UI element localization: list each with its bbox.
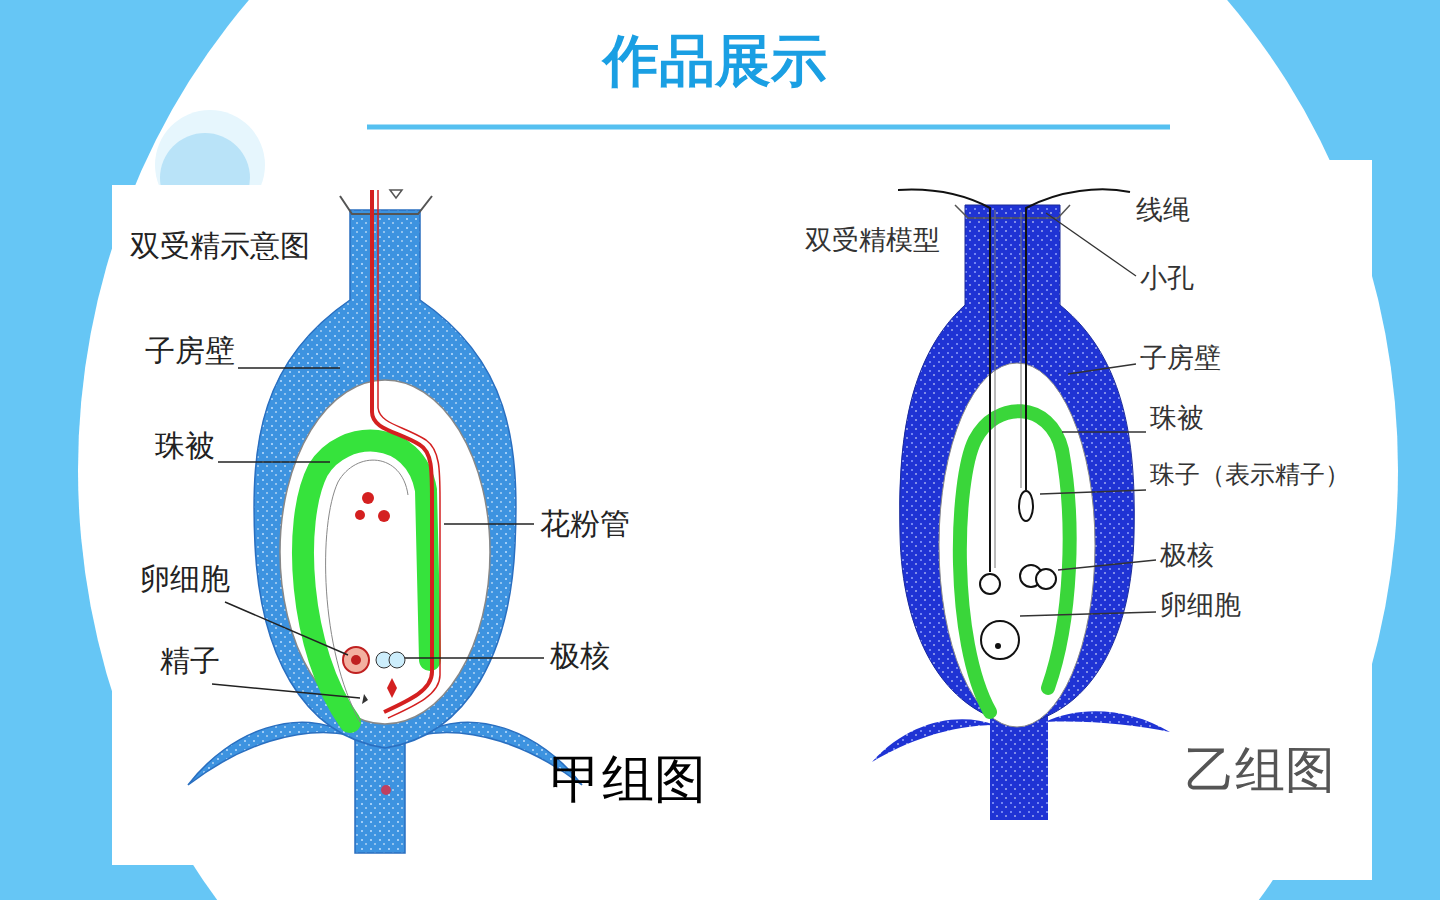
sperm	[378, 510, 390, 522]
sperm	[362, 694, 368, 704]
stigma	[340, 196, 432, 214]
part-label: 乙组图	[1185, 743, 1335, 798]
cord	[995, 210, 996, 568]
egg-nucleus	[351, 655, 361, 665]
part-label: 卵细胞	[1160, 590, 1241, 620]
part-label: 极核	[1160, 540, 1214, 570]
pollen	[390, 190, 402, 198]
bead	[1019, 491, 1033, 521]
leader-line	[225, 602, 348, 655]
leader-line	[1068, 364, 1136, 374]
integument	[960, 411, 1070, 712]
leader-line	[1046, 213, 1136, 276]
egg-nucleus	[995, 643, 1001, 649]
white-ground	[78, 0, 1398, 900]
dot	[381, 785, 391, 795]
part-label: 极核	[550, 639, 610, 672]
part-label: 卵细胞	[140, 562, 230, 595]
part-label: 珠被	[155, 429, 215, 462]
leader-line	[405, 657, 544, 659]
part-label: 双受精示意图	[130, 229, 310, 262]
part-label: 双受精模型	[805, 225, 940, 255]
ovary-cavity	[280, 380, 490, 724]
stigma	[955, 205, 1070, 218]
ovary-cavity	[939, 363, 1095, 727]
part-label: 珠被	[1150, 403, 1204, 433]
sperm	[355, 510, 365, 520]
leader-line	[218, 461, 330, 463]
part-label: 珠子（表示精子）	[1150, 461, 1350, 489]
sperm	[362, 492, 374, 504]
sepal	[1045, 711, 1170, 732]
leader-line	[1040, 490, 1146, 494]
leader-line	[1062, 431, 1146, 432]
stalk	[355, 735, 405, 853]
integument	[303, 441, 430, 722]
leader-line	[1020, 612, 1156, 616]
cord	[1026, 189, 1130, 490]
leader-line	[212, 684, 360, 698]
part-label: 花粉管	[540, 507, 630, 540]
pollen-tube	[372, 190, 432, 712]
cord	[1021, 212, 1022, 488]
sperm	[387, 678, 397, 698]
bead	[980, 574, 1000, 594]
part-label: 线绳	[1136, 195, 1190, 225]
part-label: 子房壁	[1140, 343, 1221, 373]
part-label: 精子	[160, 644, 220, 677]
title-rule	[367, 125, 1170, 130]
leader-line	[1058, 560, 1156, 570]
ovary-wall	[254, 210, 516, 748]
stalk	[990, 715, 1048, 820]
leader-line	[444, 523, 534, 525]
polar-nucleus	[1036, 569, 1056, 589]
panel	[112, 185, 760, 865]
egg-cell	[343, 647, 369, 673]
sepal	[872, 719, 995, 762]
integument-edge	[326, 460, 408, 722]
page-title: 作品展示	[603, 30, 827, 92]
leader-line	[238, 367, 340, 369]
panel	[790, 160, 1372, 880]
part-label: 子房壁	[145, 334, 235, 367]
egg-cell	[981, 621, 1019, 659]
part-label: 甲组图	[550, 751, 706, 808]
pollen-tube	[378, 190, 440, 718]
part-label: 小孔	[1140, 263, 1194, 293]
polar-nucleus	[389, 652, 405, 668]
sepal	[188, 722, 350, 785]
